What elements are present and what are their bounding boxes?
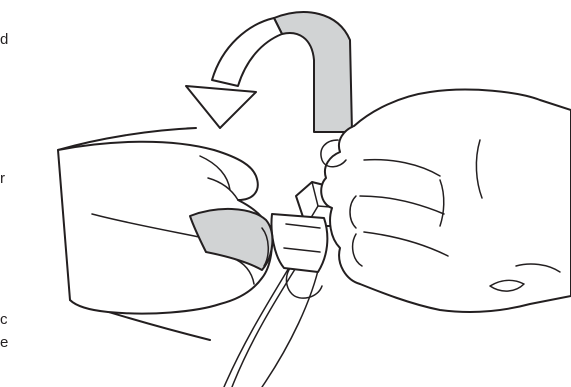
counter-clockwise-rotation-arrow-icon — [186, 12, 352, 132]
connector-sleeve — [272, 214, 328, 272]
right-hand — [321, 90, 571, 312]
left-hand — [58, 128, 272, 340]
rotation-arrow-head — [186, 86, 256, 128]
rotation-arrow-band — [212, 18, 282, 86]
rotation-arrow-tail — [274, 12, 352, 132]
